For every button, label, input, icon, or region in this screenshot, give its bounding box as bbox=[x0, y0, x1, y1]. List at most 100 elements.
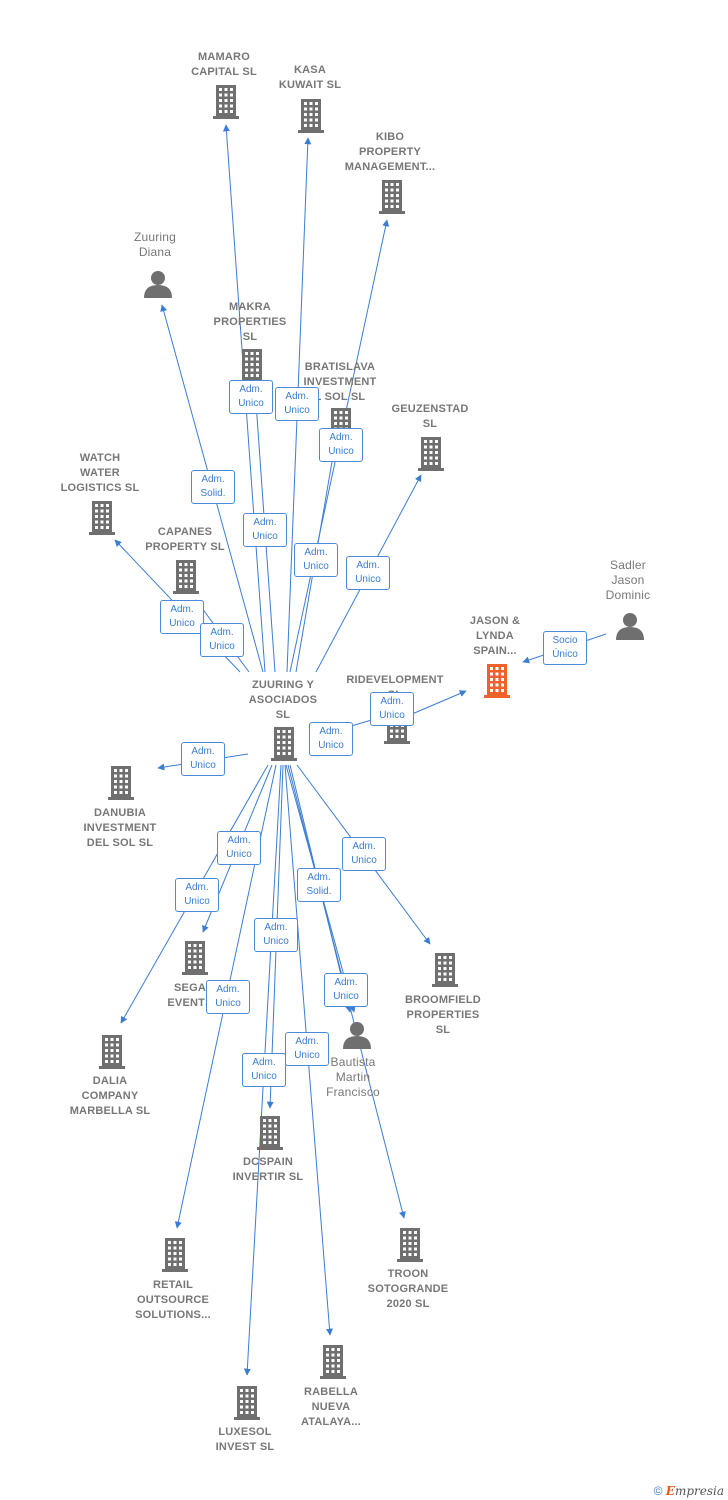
edge-badge-kibo[interactable]: Adm.Unico bbox=[319, 428, 363, 462]
retail-building-icon[interactable] bbox=[162, 1238, 188, 1272]
edge-badge-text: Único bbox=[552, 649, 578, 660]
node-label-line: COMPANY bbox=[81, 1090, 139, 1102]
edge-badge-jason[interactable]: Adm.Unico bbox=[370, 692, 414, 726]
node-label-line: PROPERTY bbox=[358, 146, 422, 158]
edge-badge-mamaro[interactable]: Adm.Unico bbox=[229, 380, 273, 414]
edge-badge-diana[interactable]: Adm.Solid. bbox=[191, 470, 235, 504]
edge-badge-capanes[interactable]: Adm.Unico bbox=[200, 623, 244, 657]
edge-badge-bratislava[interactable]: Adm.Unico bbox=[294, 543, 338, 577]
node-label-line: Zuuring bbox=[133, 230, 177, 244]
edge-badge-text: Adm. bbox=[329, 432, 353, 443]
jason-lynda-building-icon[interactable] bbox=[484, 664, 510, 698]
edge-badge-text: Adm. bbox=[210, 627, 234, 638]
node-label-line: TROON bbox=[387, 1268, 429, 1280]
edge-badge-text: Adm. bbox=[252, 1057, 276, 1068]
troon-building-icon[interactable] bbox=[397, 1228, 423, 1262]
edge-badge-broomfield[interactable]: Adm.Unico bbox=[342, 837, 386, 871]
makra-building-icon[interactable] bbox=[239, 349, 265, 383]
kasa-building-icon[interactable] bbox=[298, 99, 324, 133]
zuuring-diana-person-icon[interactable] bbox=[144, 271, 172, 298]
edge-badge-text: Unico bbox=[355, 574, 381, 585]
edge-badge-text: Adm. bbox=[264, 922, 288, 933]
edge-badge-dalia[interactable]: Adm.Unico bbox=[175, 878, 219, 912]
edge-badge-kasa[interactable]: Adm.Unico bbox=[275, 387, 319, 421]
edge-badge-text: Unico bbox=[238, 398, 264, 409]
node-label-line: L SOL SL bbox=[314, 391, 366, 403]
edge-badge-geuzenstad[interactable]: Adm. Unico bbox=[346, 556, 390, 590]
footer-brand[interactable]: © Empresia bbox=[654, 1484, 724, 1498]
node-label-line: LUXESOL bbox=[218, 1426, 272, 1438]
edge-badge-bautista-solid[interactable]: Adm.Solid. bbox=[297, 868, 341, 902]
edge-badge-text: Solid. bbox=[200, 488, 226, 499]
sadler-person-icon[interactable] bbox=[616, 613, 644, 640]
node-label-line: Diana bbox=[138, 245, 172, 259]
edge-badge-luxesol[interactable]: Adm.Unico bbox=[242, 1053, 286, 1087]
node-label-line: INVERTIR SL bbox=[232, 1171, 304, 1183]
brand-logo: Empresia bbox=[665, 1484, 724, 1498]
node-label-line: Francisco bbox=[326, 1085, 380, 1099]
dcspain-building-icon[interactable] bbox=[257, 1116, 283, 1150]
edge-badge-makra[interactable]: Adm.Unico bbox=[243, 513, 287, 547]
node-label-line: OUTSOURCE bbox=[136, 1294, 210, 1306]
sega-building-icon[interactable] bbox=[182, 941, 208, 975]
broomfield-building-icon[interactable] bbox=[432, 953, 458, 987]
edge-badge-text: Unico bbox=[184, 896, 210, 907]
edge-badge-watch[interactable]: Adm.Unico bbox=[160, 600, 204, 634]
node-label-line: MARBELLA SL bbox=[69, 1105, 151, 1117]
edge-badge-text: Unico bbox=[226, 849, 252, 860]
edge-badge-text: Unico bbox=[303, 561, 329, 572]
node-label-line: Bautista bbox=[330, 1055, 376, 1069]
kibo-building-icon[interactable] bbox=[379, 180, 405, 214]
edge-badge-text: Unico bbox=[351, 855, 377, 866]
node-label-line: DANUBIA bbox=[93, 807, 147, 819]
edge-badge-retail[interactable]: Adm.Unico bbox=[206, 980, 250, 1014]
edge-badge-bautista[interactable]: Adm.Unico bbox=[324, 973, 368, 1007]
edge-badge-danubia[interactable]: Adm.Unico bbox=[181, 742, 225, 776]
geuzenstad-building-icon[interactable] bbox=[418, 437, 444, 471]
capanes-building-icon[interactable] bbox=[173, 560, 199, 594]
node-label-line: EVENTS bbox=[167, 997, 213, 1009]
dalia-building-icon[interactable] bbox=[99, 1035, 125, 1069]
edge-badge-sega[interactable]: Adm.Unico bbox=[217, 831, 261, 865]
rabella-building-icon[interactable] bbox=[320, 1345, 346, 1379]
edge-badge-text: Adm. bbox=[356, 560, 380, 571]
zuuring-asoc-building-icon[interactable] bbox=[271, 727, 297, 761]
edge-badge-troon[interactable]: Adm.Unico bbox=[285, 1032, 329, 1066]
edge-badge-text: Adm. bbox=[295, 1036, 319, 1047]
bautista-person-icon[interactable] bbox=[343, 1022, 371, 1049]
watch-building-icon[interactable] bbox=[89, 501, 115, 535]
mamaro-building-icon[interactable] bbox=[213, 85, 239, 119]
node-label-line: SOLUTIONS... bbox=[135, 1309, 211, 1321]
edge-badge-dcspain[interactable]: Adm.Unico bbox=[254, 918, 298, 952]
node-label-line: SL bbox=[435, 1024, 451, 1036]
node-label-line: WATER bbox=[80, 467, 120, 479]
danubia-building-icon[interactable] bbox=[108, 766, 134, 800]
edge-badge-ridev[interactable]: Adm.Unico bbox=[309, 722, 353, 756]
luxesol-building-icon[interactable] bbox=[234, 1386, 260, 1420]
node-label-line: GEUZENSTAD bbox=[391, 403, 469, 415]
node-label-line: LYNDA bbox=[476, 630, 514, 642]
